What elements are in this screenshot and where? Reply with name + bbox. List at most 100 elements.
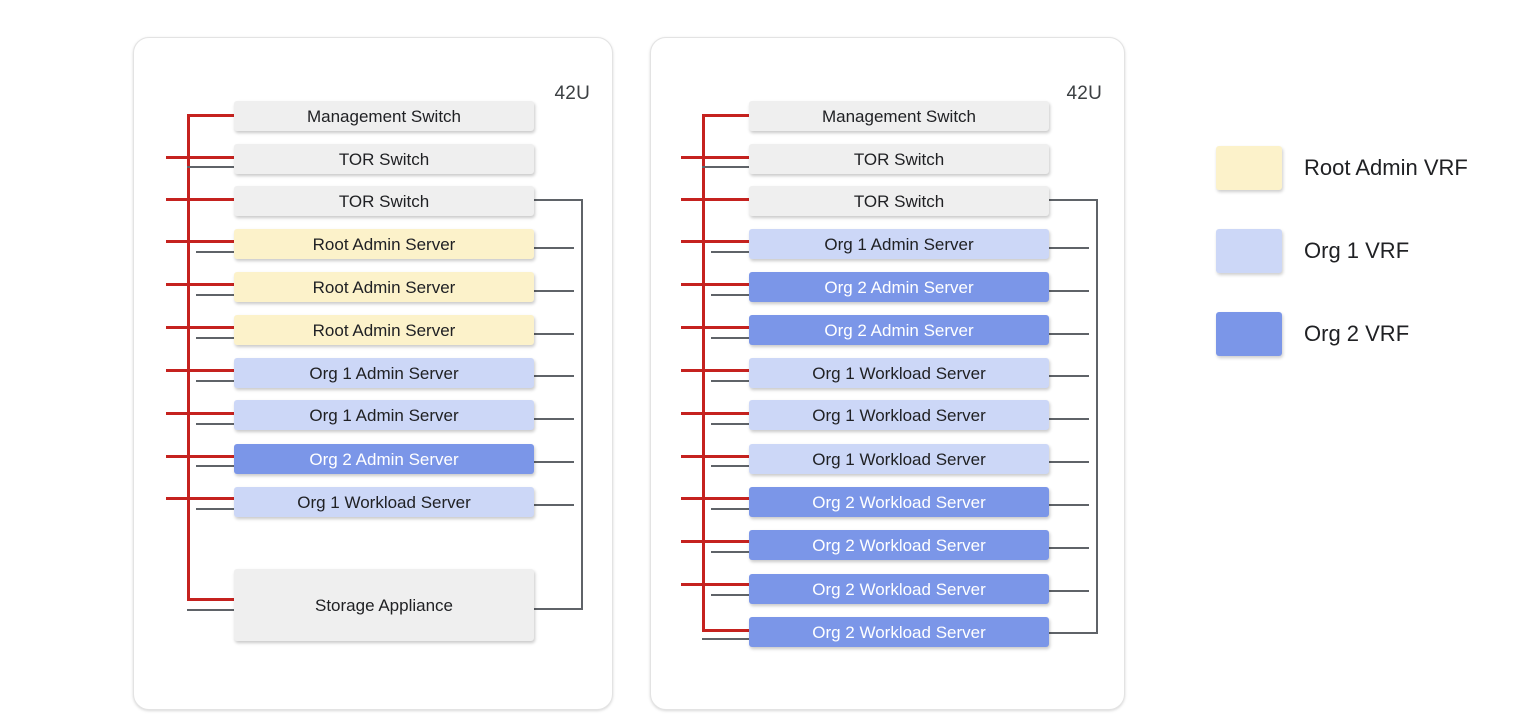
device-rack-1-7[interactable]: Org 1 Admin Server — [234, 400, 534, 430]
management-drop-rack-1-row-6 — [166, 326, 235, 329]
device-rack-2-11[interactable]: Org 2 Workload Server — [749, 574, 1049, 604]
device-rack-1-9[interactable]: Org 1 Workload Server — [234, 487, 534, 517]
device-rack-1-1[interactable]: TOR Switch — [234, 144, 534, 174]
data-stub-right-rack-2-row-4 — [1049, 247, 1089, 249]
data-bus-top-elbow-rack-1 — [534, 199, 583, 201]
management-drop-rack-2-row-4 — [681, 240, 750, 243]
data-stub-left-rack-2-row-11 — [711, 551, 750, 553]
management-drop-rack-1-row-5 — [166, 283, 235, 286]
device-label: Org 1 Workload Server — [297, 492, 471, 512]
data-stub-right-rack-1-row-9 — [534, 461, 574, 463]
management-bus-bottom-elbow-rack-2 — [702, 629, 750, 632]
management-drop-rack-1-row-9 — [166, 455, 235, 458]
device-rack-2-2[interactable]: TOR Switch — [749, 186, 1049, 216]
device-label: Storage Appliance — [315, 595, 453, 615]
device-label: Org 2 Workload Server — [812, 492, 986, 512]
data-stub-left-rack-2-row-5 — [711, 294, 750, 296]
legend-swatch-org-1-vrf — [1216, 229, 1282, 273]
data-stub-left-rack-1-row-5 — [196, 294, 235, 296]
data-stub-left-rack-1-row-9 — [196, 465, 235, 467]
data-stub-right-rack-2-row-9 — [1049, 461, 1089, 463]
data-stub-right-rack-2-row-6 — [1049, 333, 1089, 335]
data-stub-left-rack-1-row-2 — [187, 166, 235, 168]
legend-item-org-2-vrf: Org 2 VRF — [1216, 312, 1409, 356]
data-bus-bottom-elbow-rack-1 — [534, 608, 583, 610]
data-stub-left-rack-2-row-8 — [711, 423, 750, 425]
management-drop-rack-1-row-8 — [166, 412, 235, 415]
device-label: TOR Switch — [338, 149, 430, 169]
data-stub-left-rack-1-row-4 — [196, 251, 235, 253]
data-stub-right-rack-1-row-10 — [534, 504, 574, 506]
device-label: Root Admin Server — [312, 234, 456, 254]
data-stub-left-rack-2-row-4 — [711, 251, 750, 253]
device-label: Org 1 Workload Server — [812, 449, 986, 469]
rack-1-units-label: 42U — [554, 83, 590, 104]
device-label: TOR Switch — [853, 191, 945, 211]
management-drop-rack-2-row-6 — [681, 326, 750, 329]
legend-label-org-1-vrf: Org 1 VRF — [1304, 238, 1410, 263]
device-label: Org 1 Admin Server — [309, 363, 459, 383]
data-stub-right-rack-2-row-10 — [1049, 504, 1089, 506]
device-label: Org 1 Workload Server — [812, 405, 986, 425]
device-rack-2-0[interactable]: Management Switch — [749, 101, 1049, 131]
device-rack-1-2[interactable]: TOR Switch — [234, 186, 534, 216]
device-rack-2-7[interactable]: Org 1 Workload Server — [749, 400, 1049, 430]
device-rack-2-5[interactable]: Org 2 Admin Server — [749, 315, 1049, 345]
data-stub-left-rack-2-row-7 — [711, 380, 750, 382]
device-label: Org 2 Workload Server — [812, 622, 986, 642]
device-rack-2-3[interactable]: Org 1 Admin Server — [749, 229, 1049, 259]
legend-label-org-2-vrf: Org 2 VRF — [1304, 321, 1410, 346]
device-label: Org 1 Admin Server — [824, 234, 974, 254]
device-rack-2-8[interactable]: Org 1 Workload Server — [749, 444, 1049, 474]
management-bus-top-elbow-rack-1 — [187, 114, 235, 117]
data-stub-right-rack-2-row-11 — [1049, 547, 1089, 549]
data-bus-bottom-elbow-rack-2 — [1049, 632, 1098, 634]
management-drop-rack-2-row-3 — [681, 198, 750, 201]
data-stub-left-rack-1-row-8 — [196, 423, 235, 425]
data-stub-left-rack-2-row-2 — [702, 166, 750, 168]
device-rack-1-4[interactable]: Root Admin Server — [234, 272, 534, 302]
device-rack-1-10[interactable]: Storage Appliance — [234, 569, 534, 641]
rack-2-units-label: 42U — [1066, 83, 1102, 104]
management-bus-vertical-rack-1 — [187, 114, 190, 601]
management-drop-rack-1-row-4 — [166, 240, 235, 243]
device-rack-1-8[interactable]: Org 2 Admin Server — [234, 444, 534, 474]
device-label: Management Switch — [306, 106, 462, 126]
management-drop-rack-1-row-2 — [166, 156, 235, 159]
legend-swatch-root-admin-vrf — [1216, 146, 1282, 190]
device-label: Org 2 Admin Server — [824, 277, 974, 297]
data-bus-top-elbow-rack-2 — [1049, 199, 1098, 201]
device-rack-1-6[interactable]: Org 1 Admin Server — [234, 358, 534, 388]
data-stub-left-rack-1-row-10 — [196, 508, 235, 510]
data-stub-right-rack-1-row-6 — [534, 333, 574, 335]
device-rack-2-1[interactable]: TOR Switch — [749, 144, 1049, 174]
management-drop-rack-1-row-3 — [166, 198, 235, 201]
device-rack-2-4[interactable]: Org 2 Admin Server — [749, 272, 1049, 302]
management-drop-rack-2-row-9 — [681, 455, 750, 458]
device-label: Org 2 Admin Server — [309, 449, 459, 469]
device-rack-1-3[interactable]: Root Admin Server — [234, 229, 534, 259]
management-drop-rack-2-row-11 — [681, 540, 750, 543]
management-drop-rack-2-row-5 — [681, 283, 750, 286]
device-label: Management Switch — [821, 106, 977, 126]
legend-item-org-1-vrf: Org 1 VRF — [1216, 229, 1409, 273]
device-rack-2-6[interactable]: Org 1 Workload Server — [749, 358, 1049, 388]
data-stub-right-rack-2-row-5 — [1049, 290, 1089, 292]
device-label: Org 2 Workload Server — [812, 579, 986, 599]
device-label: Org 1 Admin Server — [309, 405, 459, 425]
management-drop-rack-2-row-12 — [681, 583, 750, 586]
device-rack-1-0[interactable]: Management Switch — [234, 101, 534, 131]
management-bus-bottom-elbow-rack-1 — [187, 598, 235, 601]
data-bus-vertical-rack-2 — [1096, 199, 1098, 634]
data-stub-right-rack-1-row-4 — [534, 247, 574, 249]
data-stub-left-rack-2-row-9 — [711, 465, 750, 467]
management-bus-top-elbow-rack-2 — [702, 114, 750, 117]
device-rack-1-5[interactable]: Root Admin Server — [234, 315, 534, 345]
device-rack-2-9[interactable]: Org 2 Workload Server — [749, 487, 1049, 517]
management-drop-rack-2-row-7 — [681, 369, 750, 372]
management-drop-rack-1-row-10 — [166, 497, 235, 500]
data-stub-right-rack-2-row-7 — [1049, 375, 1089, 377]
device-rack-2-10[interactable]: Org 2 Workload Server — [749, 530, 1049, 560]
device-rack-2-12[interactable]: Org 2 Workload Server — [749, 617, 1049, 647]
